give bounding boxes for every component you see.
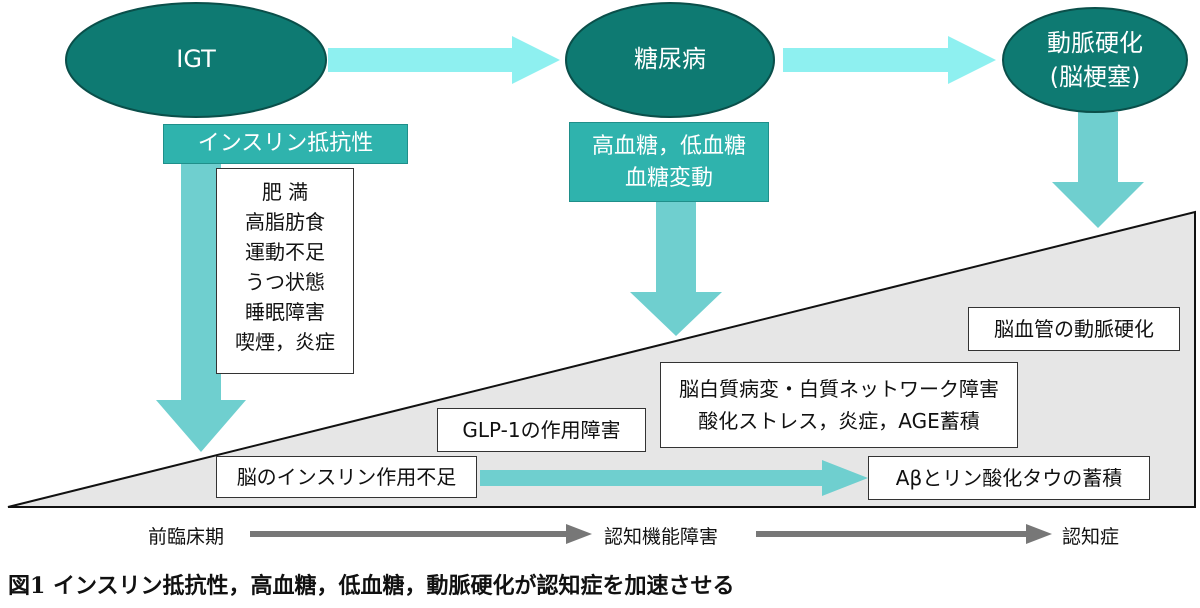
diabetes-label: 糖尿病 [634, 45, 706, 73]
arrow-insulin-to-abeta [480, 460, 868, 496]
stage-preclinical: 前臨床期 [148, 526, 225, 548]
glycemia-line2: 血糖変動 [624, 166, 713, 191]
insulin-resistance-box: インスリン抵抗性 [163, 124, 408, 164]
arteriosclerosis-label: 動脈硬化 (脳梗塞) [1005, 26, 1185, 94]
list-item: 運動不足 [245, 240, 325, 264]
stage-mci: 認知機能障害 [604, 526, 719, 548]
arteriosclerosis-ellipse [1002, 7, 1188, 113]
cerebrovascular-box: 脳血管の動脈硬化 [968, 307, 1180, 351]
arteriosclerosis-label-line1: 動脈硬化 [1047, 29, 1143, 57]
figure-caption: 図1 インスリン抵抗性，高血糖，低血糖，動脈硬化が認知症を加速させる [8, 573, 735, 599]
arrow-glycemia-down [630, 202, 722, 336]
igt-ellipse [65, 2, 327, 118]
white-matter-box: 脳白質病変・白質ネットワーク障害 酸化ストレス，炎症，AGE蓄積 [660, 362, 1018, 448]
white-matter-line2: 酸化ストレス，炎症，AGE蓄積 [698, 409, 980, 433]
glp1-box: GLP-1の作用障害 [437, 408, 646, 452]
list-item: うつ状態 [245, 270, 325, 294]
arrow-igt-to-diabetes [328, 36, 560, 84]
arrow-diabetes-to-arteriosclerosis [783, 36, 996, 84]
arteriosclerosis-label-line2: (脳梗塞) [1049, 63, 1141, 91]
brain-insulin-box: 脳のインスリン作用不足 [216, 456, 477, 498]
list-item: 肥 満 [261, 180, 309, 204]
list-item: 喫煙，炎症 [235, 330, 335, 354]
diabetes-ellipse [565, 2, 775, 118]
glycemia-line1: 高血糖，低血糖 [591, 134, 746, 159]
risk-factor-list: 肥 満 高脂肪食 運動不足 うつ状態 睡眠障害 喫煙，炎症 [216, 168, 354, 374]
stage-dementia: 認知症 [1062, 526, 1120, 548]
white-matter-line1: 脳白質病変・白質ネットワーク障害 [679, 377, 999, 401]
stage-arrow-1 [250, 524, 592, 544]
arrow-insulin-resistance-down [156, 164, 246, 452]
abeta-box: Aβとリン酸化タウの蓄積 [868, 456, 1150, 500]
arrow-arteriosclerosis-down [1052, 112, 1144, 228]
list-item: 睡眠障害 [245, 300, 325, 324]
igt-label: IGT [176, 45, 216, 73]
glycemia-box: 高血糖，低血糖 血糖変動 [569, 122, 769, 202]
list-item: 高脂肪食 [245, 210, 325, 234]
stage-arrow-2 [756, 524, 1052, 544]
